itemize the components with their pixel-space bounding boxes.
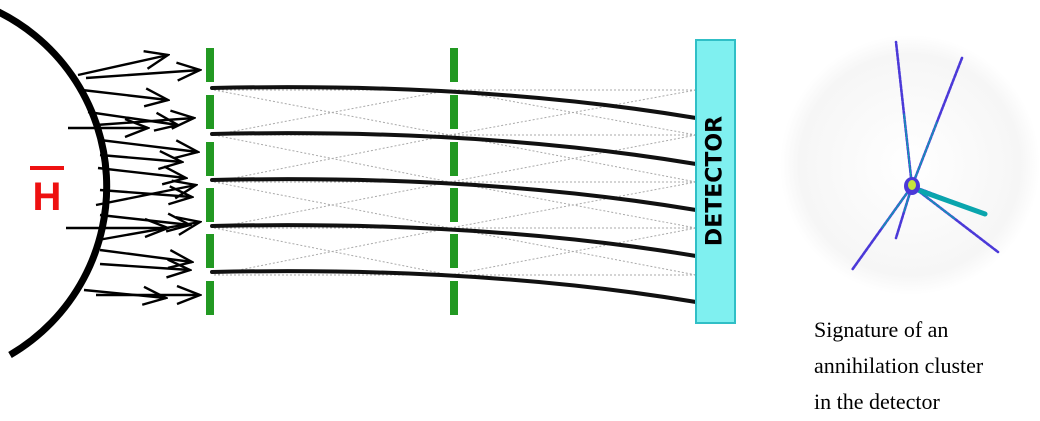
emission-arrow [85, 70, 200, 78]
emission-arrow [77, 55, 168, 77]
grating-bar [450, 281, 458, 315]
grating-bar [206, 142, 214, 176]
moire-line [213, 227, 451, 276]
grating-bar [206, 95, 214, 129]
emission-arrow [99, 248, 192, 262]
grating-bar [206, 281, 214, 315]
deflected-trajectories [210, 85, 698, 304]
trajectory [210, 85, 698, 120]
emission-arrow [81, 90, 168, 100]
antihydrogen-overbar [30, 166, 64, 170]
grating-bar [450, 95, 458, 129]
trajectory [210, 177, 698, 212]
grating-bar [206, 48, 214, 82]
emission-arrow [97, 168, 186, 178]
grating-bar [450, 48, 458, 82]
particle-track [903, 113, 913, 187]
grating-bar [450, 234, 458, 268]
moire-line [213, 134, 451, 183]
detector-panel [695, 39, 736, 324]
moire-line [449, 89, 697, 136]
emission-arrow [95, 185, 196, 207]
antihydrogen-symbol: H [30, 166, 64, 219]
first-grating [206, 48, 214, 315]
emission-arrow [99, 264, 190, 270]
moire-line [213, 181, 451, 229]
emission-arrow [97, 222, 200, 242]
trap-arc [0, 8, 111, 359]
moire-line [213, 89, 451, 136]
emission-arrow [99, 138, 198, 152]
detector-label: DETECTOR [703, 116, 728, 246]
trajectory [210, 131, 698, 166]
annihilation-cluster-core [908, 180, 916, 190]
particle-track [915, 187, 988, 217]
atom-emission-arrows [66, 55, 200, 298]
trajectory [210, 223, 698, 258]
grating-bar [206, 234, 214, 268]
grating-bar [206, 188, 214, 222]
grating-bar [450, 188, 458, 222]
emission-arrow [99, 215, 190, 225]
emission-arrow [99, 155, 182, 162]
moire-line [449, 227, 697, 276]
event-caption: Signature of an annihilation cluster in … [814, 317, 984, 414]
moire-line [449, 181, 697, 229]
particle-track [911, 121, 938, 187]
annihilation-event-image [780, 35, 1040, 295]
moire-line [449, 134, 697, 183]
trap-boundary [0, 8, 111, 359]
antihydrogen-letter: H [33, 175, 62, 219]
grating-bar [450, 142, 458, 176]
detector: DETECTOR [695, 39, 736, 324]
trajectory [210, 269, 698, 304]
second-grating [450, 48, 458, 315]
